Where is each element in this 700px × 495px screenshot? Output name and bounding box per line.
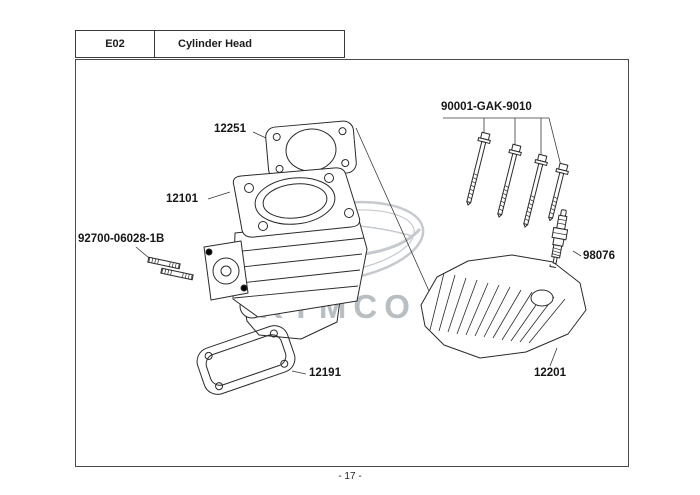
- leader-lines: [135, 117, 582, 375]
- spark-plug: [549, 209, 569, 268]
- part-label-12101: 12101: [166, 193, 198, 205]
- part-label-12191: 12191: [309, 367, 341, 379]
- stud-bolt: [147, 256, 181, 270]
- flange-bolt: [548, 162, 569, 222]
- part-label-92700-06028-1B: 92700-06028-1B: [78, 233, 165, 245]
- flange-bolt: [523, 153, 548, 228]
- part-label-12251: 12251: [214, 123, 246, 135]
- part-label-90001-GAK-9010: 90001-GAK-9010: [441, 101, 532, 113]
- flange-bolt: [497, 143, 522, 218]
- head-fins: [429, 272, 566, 344]
- base-gasket-part: [196, 325, 296, 395]
- cylinder-head-part: [420, 254, 587, 359]
- diagram-frame: [75, 59, 629, 467]
- spark-plug-hole: [530, 289, 554, 307]
- flange-bolt: [466, 131, 491, 206]
- cylinder-part: [203, 167, 368, 340]
- flange-bolts: [466, 131, 569, 228]
- part-label-98076: 98076: [583, 250, 615, 262]
- stud-bolt: [160, 267, 194, 281]
- stud-bolts: [147, 256, 194, 281]
- page-number: - 17 -: [338, 471, 362, 482]
- section-title: Cylinder Head: [178, 38, 252, 50]
- section-header: E02 Cylinder Head: [75, 30, 345, 58]
- assembly-reference-line: [355, 127, 430, 292]
- part-label-12201: 12201: [534, 367, 566, 379]
- section-code: E02: [76, 31, 155, 57]
